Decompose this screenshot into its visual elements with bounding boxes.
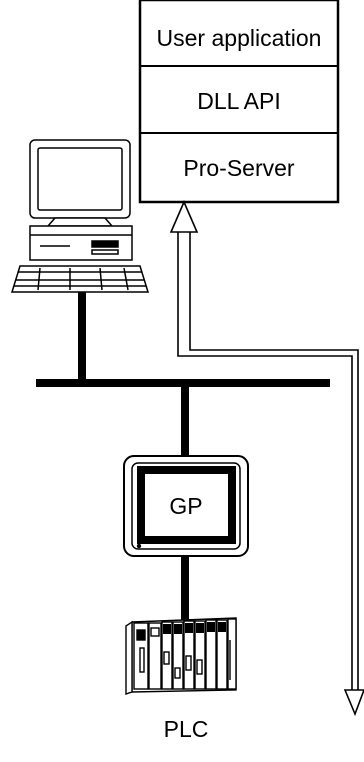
gp-unit: GP [124,456,248,556]
arrow-head-down [345,690,364,714]
plc-label: PLC [164,716,209,742]
gp-status-led [137,544,141,548]
software-stack: User application DLL API Pro-Server [140,0,338,202]
plc-rack [126,618,236,694]
computer-icon [12,140,148,292]
dll-api-label: DLL API [197,88,281,114]
arrow-head-up [171,202,197,232]
gp-label: GP [169,493,202,519]
pro-server-label: Pro-Server [183,155,295,181]
user-application-label: User application [157,25,322,51]
